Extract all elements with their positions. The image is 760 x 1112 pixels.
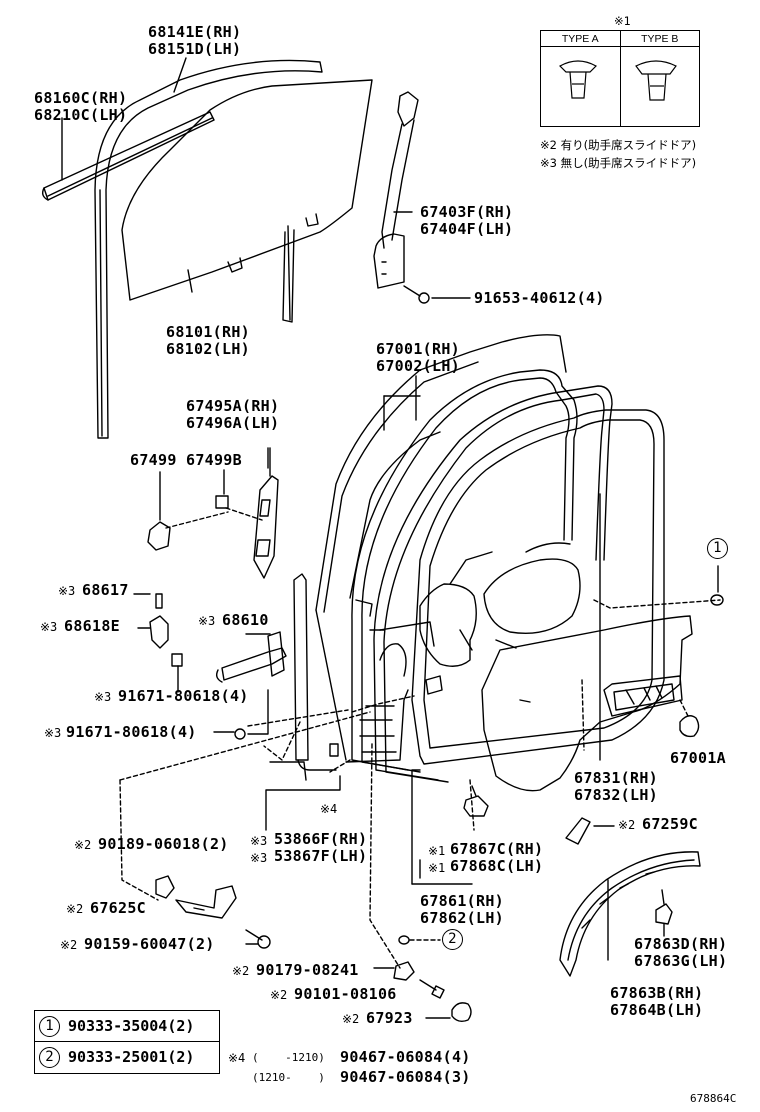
- legend-foot-range-2: (1210- ): [252, 1071, 325, 1084]
- marker-2-d: ※2: [60, 938, 78, 952]
- door-glass: [121, 79, 373, 301]
- bolt: [403, 285, 430, 304]
- door-weatherstrips: [351, 369, 665, 783]
- hinge-side-weatherstrip: [269, 573, 339, 781]
- label-68610: 68610: [222, 611, 269, 629]
- marker-2-e: ※2: [232, 964, 250, 978]
- legend-foot-part-2: 90467-06084(3): [340, 1068, 471, 1086]
- plugs: [398, 594, 724, 945]
- marker-1-a: ※1: [428, 844, 446, 858]
- clip-type-table: TYPE A TYPE B: [540, 30, 700, 127]
- label-91671-a: 91671-80618(4): [118, 687, 249, 705]
- marker-2-g: ※2: [342, 1012, 360, 1026]
- grommet: [679, 715, 700, 738]
- label-67923: 67923: [366, 1009, 413, 1027]
- label-67831: 67831(RH) 67832(LH): [574, 769, 658, 804]
- marker-2-b: ※2: [74, 838, 92, 852]
- clip: [147, 469, 229, 551]
- marker-1-b: ※1: [428, 861, 446, 875]
- label-67403F: 67403F(RH) 67404F(LH): [420, 203, 514, 238]
- marker-3-d: ※3: [94, 690, 112, 704]
- bracket: [155, 875, 271, 949]
- label-90179: 90179-08241: [256, 961, 359, 979]
- legend-part-1: 90333-35004(2): [68, 1017, 195, 1035]
- legend-box: 1 90333-35004(2) 2 90333-25001(2): [34, 1010, 220, 1074]
- type-b-cell: [619, 46, 700, 127]
- type-a-cell: [540, 46, 621, 127]
- marker-3-b: ※3: [40, 620, 58, 634]
- label-leaders: [267, 375, 609, 961]
- label-67863B: 67863B(RH) 67864B(LH): [610, 984, 704, 1019]
- figure-id: 678864C: [690, 1092, 737, 1105]
- door-shell: [315, 334, 581, 763]
- legend-num-1: 1: [39, 1015, 60, 1037]
- callout-2: 2: [442, 929, 471, 950]
- trim-clip: [463, 785, 489, 817]
- rear-glass-run: [282, 225, 295, 323]
- belt-weatherstrip: [41, 111, 215, 201]
- marker-3-f: ※3: [250, 834, 268, 848]
- marker-2-a: ※2: [618, 818, 636, 832]
- legend-foot-part-1: 90467-06084(4): [340, 1048, 471, 1066]
- label-68617: 68617: [82, 581, 129, 599]
- label-68160C: 68160C(RH) 68210C(LH): [34, 89, 128, 124]
- marker-3-e: ※3: [44, 726, 62, 740]
- label-91671-b: 91671-80618(4): [66, 723, 197, 741]
- moulding-clip: [655, 889, 673, 937]
- label-67001A: 67001A: [670, 749, 726, 767]
- label-67861: 67861(RH) 67862(LH): [420, 892, 504, 927]
- marker-4: ※4: [320, 802, 338, 816]
- label-90159: 90159-60047(2): [84, 935, 215, 953]
- bracket-leaders: [265, 769, 473, 885]
- label-67863D: 67863D(RH) 67863G(LH): [634, 935, 728, 970]
- label-68141E: 68141E(RH) 68151D(LH): [148, 23, 242, 58]
- label-67867C: 67867C(RH) 67868C(LH): [450, 840, 544, 875]
- division-bar: [373, 91, 419, 289]
- moulding: [559, 851, 701, 977]
- label-68101: 68101(RH) 68102(LH): [166, 323, 250, 358]
- fasteners-bottom: [373, 961, 472, 1023]
- marker-3-a: ※3: [58, 584, 76, 598]
- label-67259C: 67259C: [642, 815, 698, 833]
- glass-run-channel: [94, 59, 323, 439]
- type-a-header: TYPE A: [540, 30, 621, 47]
- label-67495A: 67495A(RH) 67496A(LH): [186, 397, 280, 432]
- label-68618E: 68618E: [64, 617, 120, 635]
- note-3: ※3 無し(助手席スライドドア): [540, 156, 697, 170]
- marker-2-c: ※2: [66, 902, 84, 916]
- legend-part-2: 90333-25001(2): [68, 1048, 195, 1066]
- pad: [565, 817, 615, 845]
- note-2: ※2 有り(助手席スライドドア): [540, 138, 697, 152]
- marker-3-c: ※3: [198, 614, 216, 628]
- marker-2-f: ※2: [270, 988, 288, 1002]
- label-90101: 90101-08106: [294, 985, 397, 1003]
- bolts-left: [213, 689, 269, 740]
- label-90189: 90189-06018(2): [98, 835, 229, 853]
- type-b-header: TYPE B: [619, 30, 700, 47]
- lock-rod-parts: [133, 593, 183, 693]
- legend-foot-mark: ※4: [228, 1051, 246, 1065]
- label-67001: 67001(RH) 67002(LH): [376, 340, 460, 375]
- door-check: [215, 631, 287, 683]
- inside-handle-bracket: [253, 447, 279, 579]
- leader-lines: [61, 57, 471, 299]
- label-67499: 67499 67499B: [130, 451, 242, 469]
- marker-3-g: ※3: [250, 851, 268, 865]
- label-67625C: 67625C: [90, 899, 146, 917]
- door-trim-panel: [481, 615, 693, 792]
- dashed-leaders: [119, 507, 721, 969]
- legend-row-2: 2 90333-25001(2): [35, 1042, 219, 1072]
- legend-num-2: 2: [39, 1046, 60, 1068]
- legend-row-1: 1 90333-35004(2): [35, 1011, 219, 1042]
- label-53866F: 53866F(RH) 53867F(LH): [274, 830, 368, 865]
- legend-foot-range-1: ( -1210): [252, 1051, 325, 1064]
- label-91653: 91653-40612(4): [474, 289, 605, 307]
- table-marker: ※1: [614, 14, 631, 28]
- callout-1: 1: [707, 538, 736, 559]
